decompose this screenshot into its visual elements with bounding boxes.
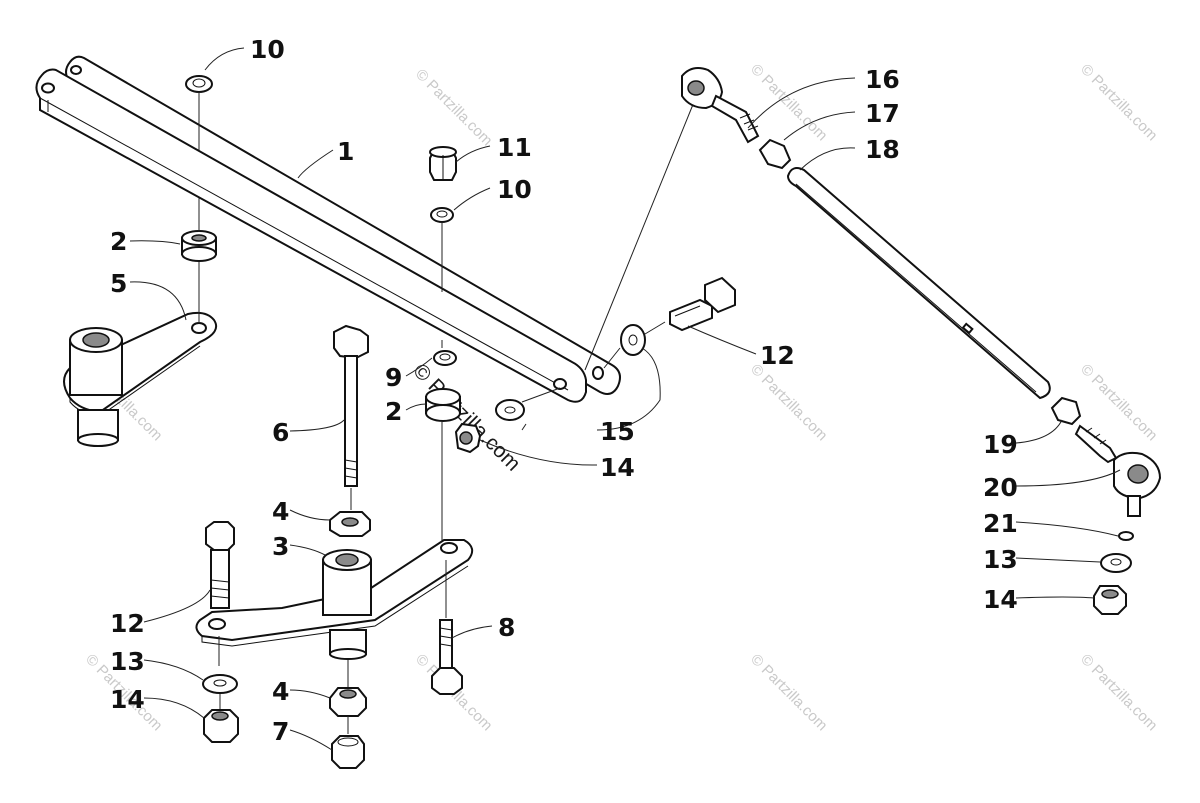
callout-15: 15 xyxy=(600,417,635,446)
callout-14: 14 xyxy=(110,685,145,714)
part-8-bolt xyxy=(431,619,463,695)
part-12-bolt-right xyxy=(669,276,736,332)
callout-10: 10 xyxy=(497,175,532,204)
part-2-spacer-mid xyxy=(425,388,461,422)
part-14-nut-left xyxy=(203,709,239,743)
part-7-cap-nut xyxy=(331,735,365,769)
callout-3: 3 xyxy=(272,532,289,561)
watermark: © Partzilla.com xyxy=(747,361,830,444)
callout-18: 18 xyxy=(865,135,900,164)
callout-1: 1 xyxy=(337,137,354,166)
callout-21: 21 xyxy=(983,509,1018,538)
callout-13: 13 xyxy=(110,647,145,676)
part-9-washer xyxy=(433,350,457,366)
callout-4: 4 xyxy=(272,497,289,526)
part-14-nut-mid xyxy=(454,422,482,454)
bracket-hole-icon xyxy=(208,618,226,630)
watermark: © Partzilla.com xyxy=(1077,61,1160,144)
callout-10: 10 xyxy=(250,35,285,64)
assembly-line xyxy=(584,101,695,371)
part-6-bolt xyxy=(333,324,369,487)
part-10-washer-mid xyxy=(430,207,454,223)
watermark: © Partzilla.com xyxy=(1077,651,1160,734)
callout-8: 8 xyxy=(498,613,515,642)
callout-6: 6 xyxy=(272,418,289,447)
watermark: © Partzilla.com xyxy=(1077,361,1160,444)
callout-2: 2 xyxy=(110,227,127,256)
arm-hole-icon xyxy=(592,366,604,380)
callout-16: 16 xyxy=(865,65,900,94)
part-12-bolt-left xyxy=(205,521,235,609)
assembly-line xyxy=(644,321,666,335)
callout-12: 12 xyxy=(110,609,145,638)
bracket-hole-icon xyxy=(191,322,207,334)
callout-17: 17 xyxy=(865,99,900,128)
watermark: © Partzilla.com xyxy=(747,651,830,734)
callout-5: 5 xyxy=(110,269,127,298)
part-1-arm xyxy=(35,55,621,403)
part-19-nut xyxy=(1050,396,1082,426)
part-13-washer-right xyxy=(1100,553,1132,573)
leader-lines xyxy=(129,47,1121,751)
part-13-washer-left xyxy=(202,674,238,694)
part-15-washer-lower xyxy=(495,399,525,421)
bracket-hole-icon xyxy=(440,542,458,554)
callout-14: 14 xyxy=(600,453,635,482)
callout-2: 2 xyxy=(385,397,402,426)
callout-14: 14 xyxy=(983,585,1018,614)
watermark: © Partzilla.com xyxy=(747,61,830,144)
arm-hole-icon xyxy=(41,82,55,94)
part-3-bracket xyxy=(195,539,474,660)
part-4-nut-top xyxy=(329,511,371,537)
callouts: 10 1 11 10 2 5 12 9 2 15 14 6 4 3 8 12 1… xyxy=(110,35,1018,746)
callout-9: 9 xyxy=(385,363,402,392)
assembly-line xyxy=(603,347,621,369)
part-15-washer xyxy=(620,324,646,356)
part-11-nut xyxy=(429,146,457,181)
part-20-rod-end xyxy=(1074,424,1162,517)
callout-19: 19 xyxy=(983,430,1018,459)
watermark: © Partzilla.com xyxy=(412,66,495,149)
callout-20: 20 xyxy=(983,473,1018,502)
callout-4: 4 xyxy=(272,677,289,706)
callout-12: 12 xyxy=(760,341,795,370)
part-2-spacer-left xyxy=(181,230,217,262)
arm-hole-icon xyxy=(553,378,567,390)
part-18-tube xyxy=(786,167,1051,400)
part-10-washer-top xyxy=(185,75,213,93)
part-21-washer xyxy=(1118,531,1134,541)
part-5-bracket xyxy=(63,311,218,447)
arm-hole-icon xyxy=(70,65,82,75)
callout-13: 13 xyxy=(983,545,1018,574)
assembly-line xyxy=(521,387,561,403)
part-16-rod-end xyxy=(681,67,760,144)
callout-11: 11 xyxy=(497,133,532,162)
part-14-nut-right xyxy=(1093,585,1127,615)
part-4-nut-lower xyxy=(329,687,367,717)
callout-7: 7 xyxy=(272,717,289,746)
part-17-nut xyxy=(758,138,792,170)
